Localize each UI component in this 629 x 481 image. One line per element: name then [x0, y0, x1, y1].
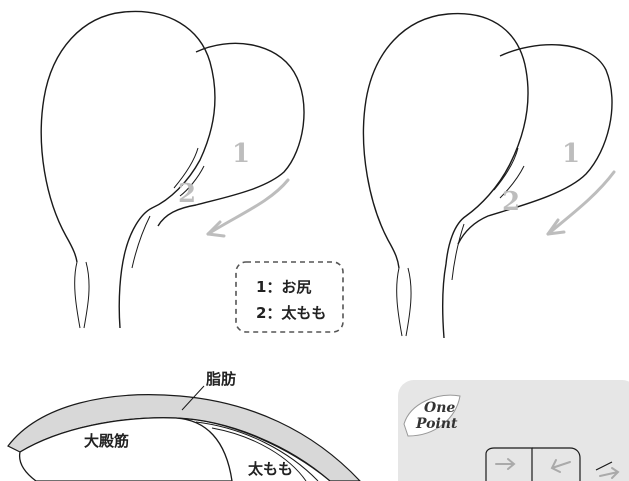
left-figure	[40, 10, 305, 329]
left-buttock-outline	[40, 10, 216, 329]
right-thigh-outline	[457, 44, 613, 245]
leaf-icon	[403, 394, 461, 437]
gluteus-outline	[18, 417, 233, 481]
left-leg-line	[74, 215, 151, 329]
right-buttock-outline	[362, 12, 529, 339]
one-point-line-1: One	[424, 400, 455, 416]
right-fold-line	[493, 147, 525, 199]
right-leg-line	[396, 223, 465, 337]
left-arrow	[206, 178, 290, 238]
right-arrow	[546, 170, 616, 236]
anatomy-diagram: 脂肪 大殿筋 太もも	[7, 370, 361, 481]
left-label-2: 2	[178, 179, 196, 209]
one-point-panel: One Point	[398, 380, 629, 481]
gluteus-label: 大殿筋	[84, 432, 129, 450]
right-figure	[362, 12, 613, 339]
fat-leader-line	[181, 385, 205, 411]
right-label-2: 2	[502, 187, 520, 217]
left-fold-line	[173, 147, 205, 197]
left-label-1: 1	[232, 139, 250, 169]
one-point-line-2: Point	[415, 416, 458, 432]
fat-label: 脂肪	[206, 370, 236, 388]
legend-line-1: 1：お尻	[256, 278, 311, 296]
thigh-label: 太もも	[248, 460, 293, 478]
one-point-illustration	[485, 447, 613, 481]
legend-line-2: 2：太もも	[256, 304, 326, 322]
right-label-1: 1	[562, 139, 580, 169]
thigh-muscle-lines	[175, 417, 331, 481]
left-thigh-outline	[157, 42, 305, 227]
legend-box: 1：お尻 2：太もも	[235, 261, 344, 333]
one-point-arrows	[495, 458, 620, 479]
